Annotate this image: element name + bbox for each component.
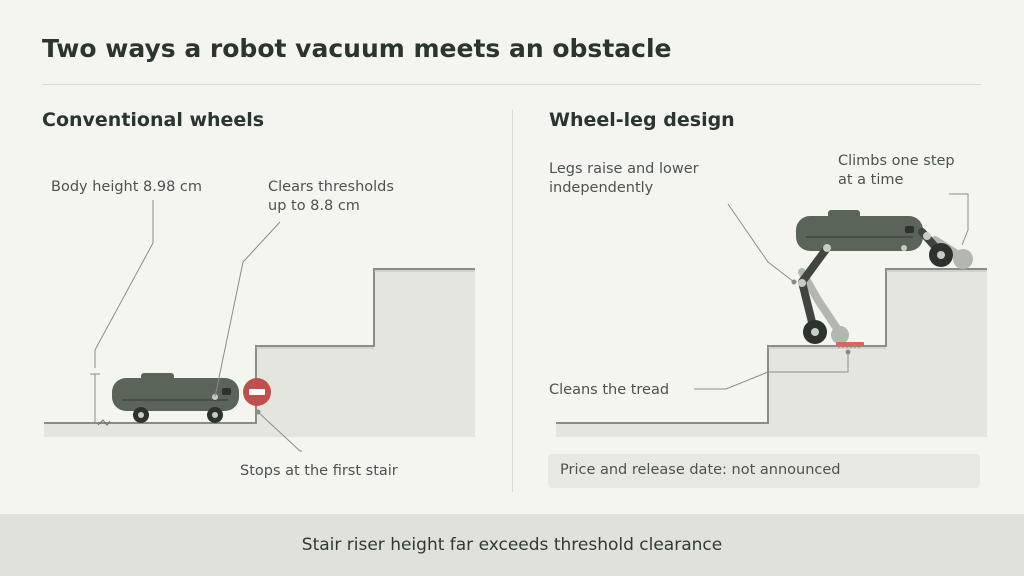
footer-banner: Stair riser height far exceeds threshold… [0, 514, 1024, 576]
page-title: Two ways a robot vacuum meets an obstacl… [42, 34, 672, 63]
legs-label: Legs raise and lower independently [549, 160, 699, 198]
left-stairs [44, 268, 475, 437]
climb-leader-line [949, 193, 969, 246]
no-entry-icon [243, 378, 271, 406]
tread-leader-line [694, 349, 851, 390]
cleans-tread-label: Cleans the tread [549, 382, 670, 398]
threshold-label: Clears thresholds up to 8.8 cm [268, 178, 394, 216]
climb-label-line1: Climbs one step [838, 153, 955, 169]
footer-text: Stair riser height far exceeds threshold… [301, 535, 723, 555]
body-height-bracket [90, 200, 154, 424]
climb-label: Climbs one step at a time [838, 152, 955, 190]
brush-icon [836, 342, 864, 348]
stops-at-stair-label: Stops at the first stair [240, 463, 398, 479]
ghost-legs [798, 236, 973, 344]
body-height-label: Body height 8.98 cm [51, 179, 203, 195]
title-divider [42, 84, 981, 85]
conventional-robot [112, 373, 239, 423]
price-note-box: Price and release date: not announced [548, 454, 980, 488]
legs-leader-line [727, 203, 797, 285]
column-divider [512, 110, 513, 492]
conventional-wheels-heading: Conventional wheels [42, 109, 265, 131]
right-stairs [556, 268, 987, 437]
wheel-leg-robot [796, 210, 953, 344]
threshold-label-line2: up to 8.8 cm [268, 198, 360, 214]
stop-leader-line [255, 409, 302, 452]
legs-label-line2: independently [549, 180, 654, 196]
floor-debris-icon [97, 419, 111, 426]
climb-label-line2: at a time [838, 172, 904, 188]
threshold-leader-line [214, 221, 281, 398]
threshold-label-line1: Clears thresholds [268, 179, 394, 195]
price-note: Price and release date: not announced [560, 462, 841, 478]
wheel-leg-heading: Wheel-leg design [549, 109, 735, 131]
legs-label-line1: Legs raise and lower [549, 161, 699, 177]
